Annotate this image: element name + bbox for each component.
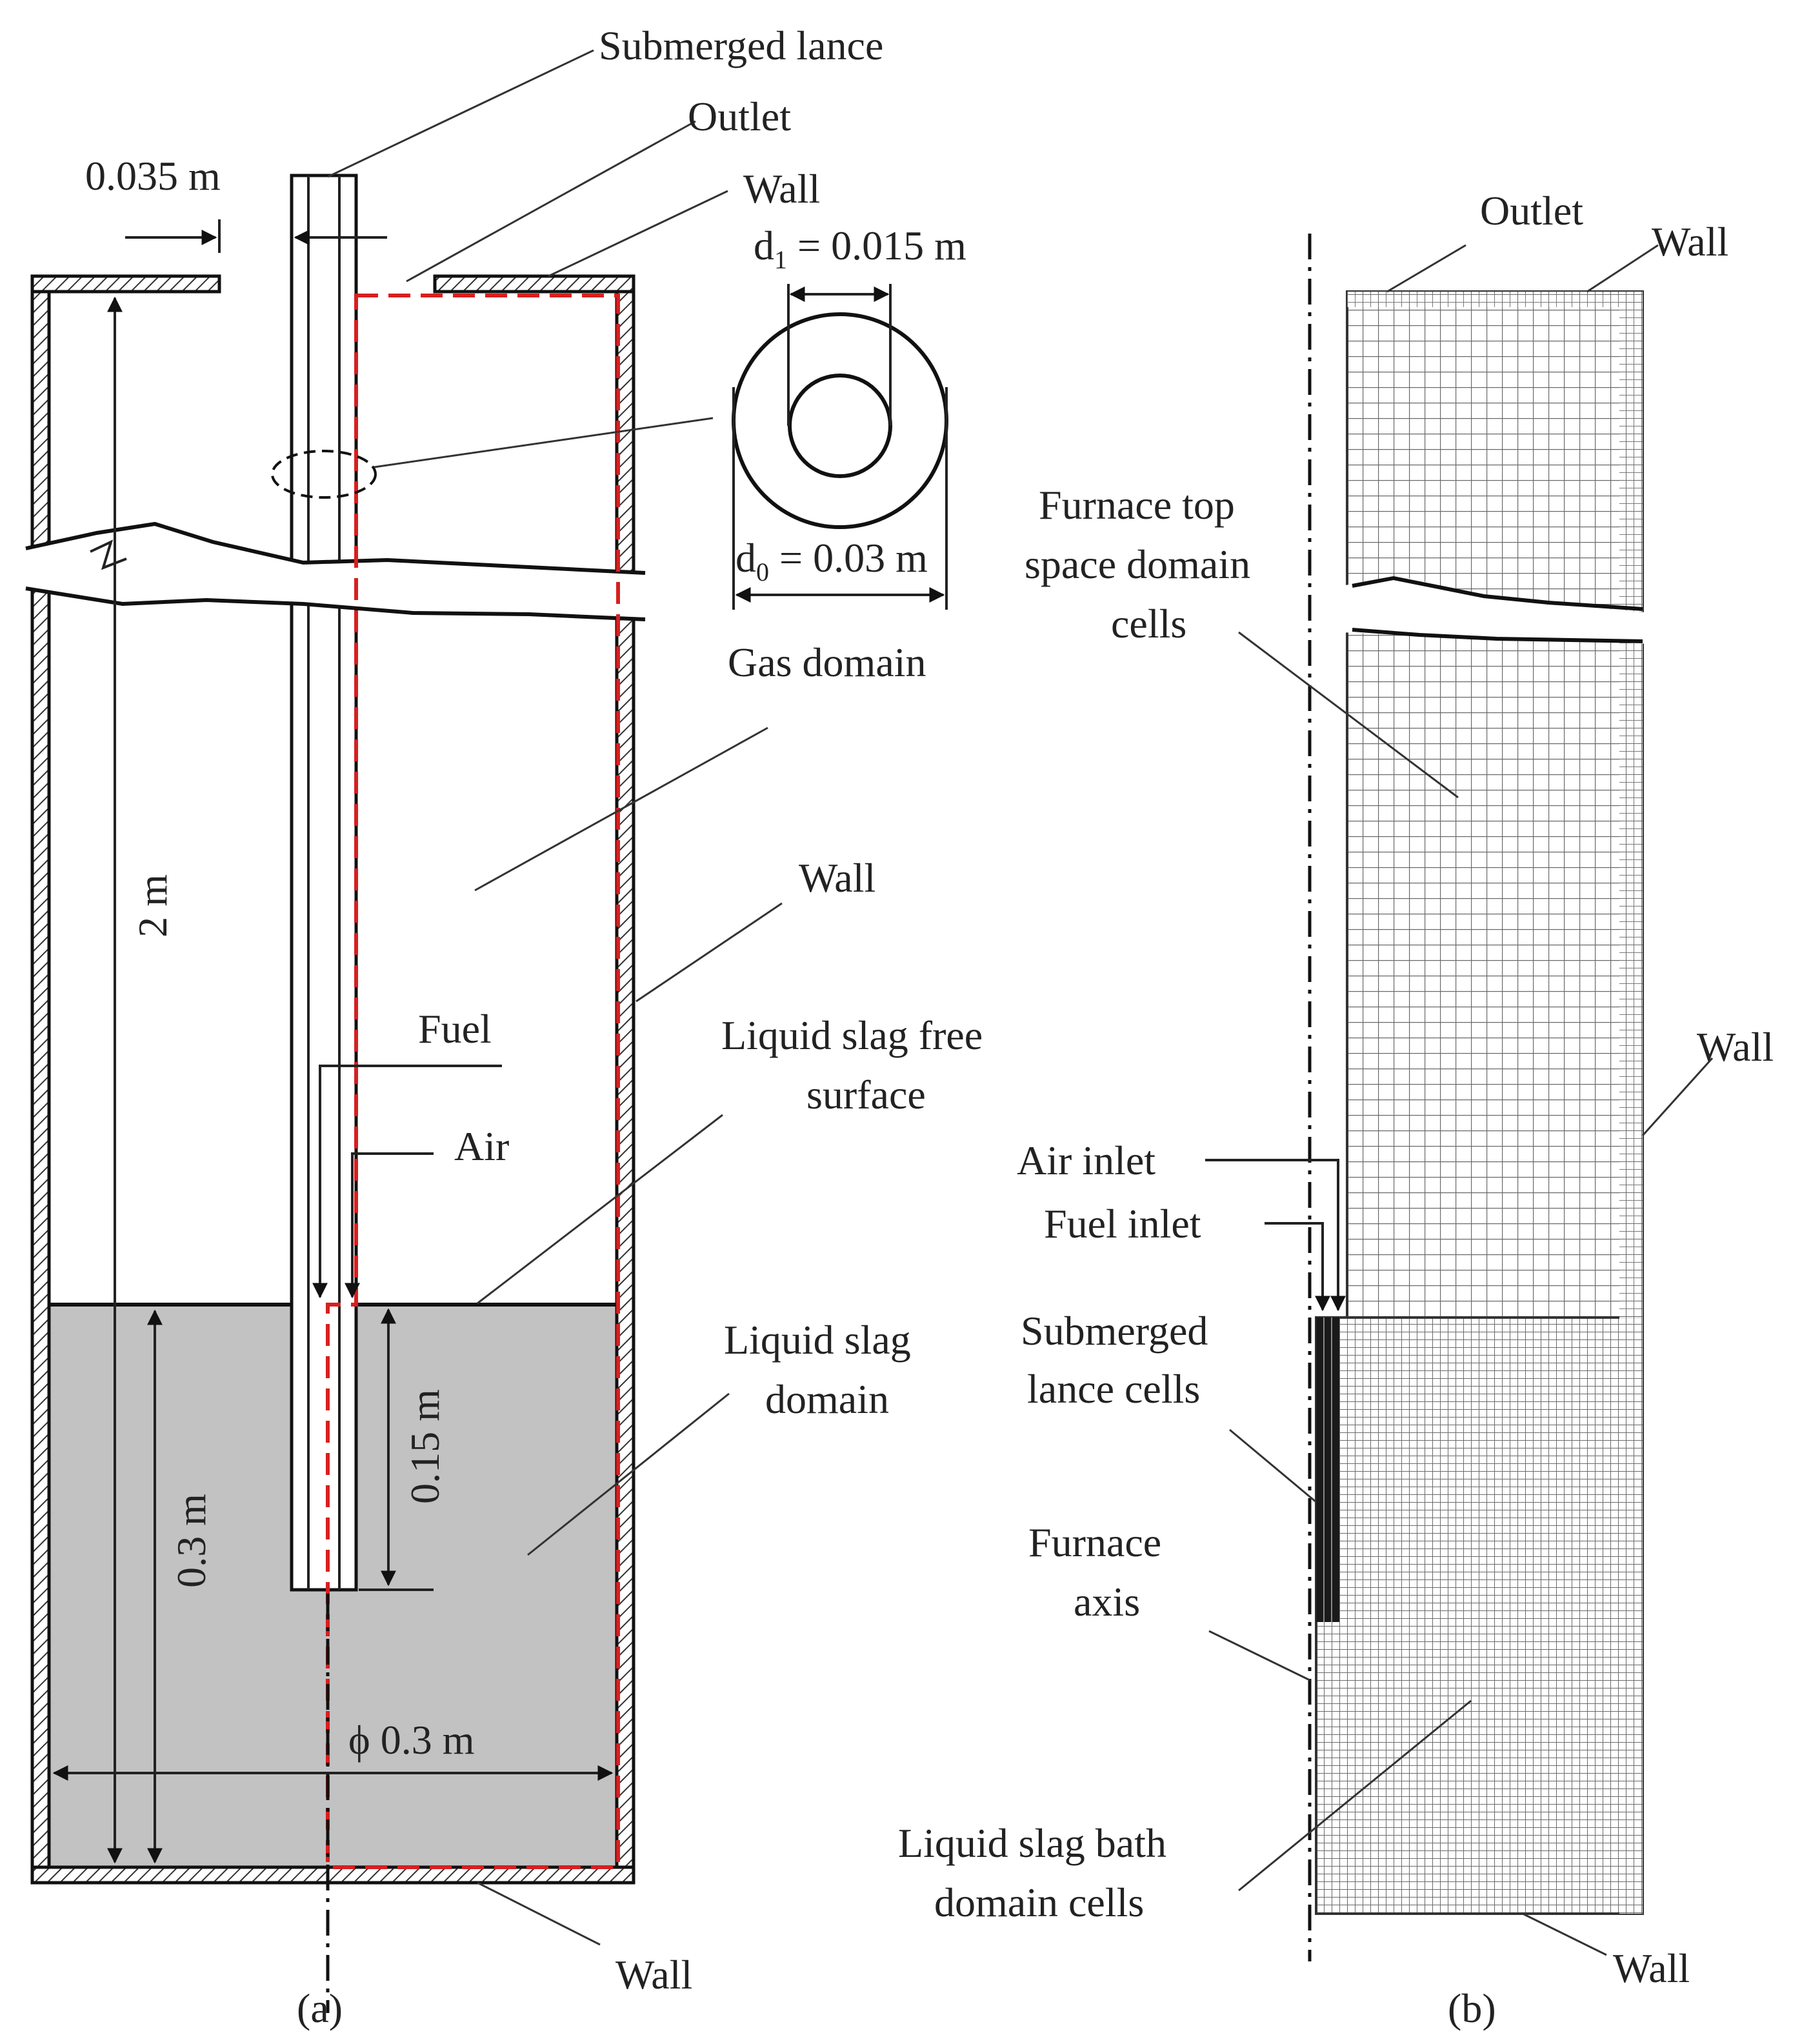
height-2m-label: 2 m (130, 874, 175, 937)
depth-015-label: 0.15 m (402, 1389, 448, 1504)
submerged-lance-label: Submerged lance (599, 23, 883, 68)
wall-top-label-b: Wall (1652, 219, 1728, 265)
top-space-label-3: cells (1111, 601, 1186, 646)
panel-b-caption: (b) (1448, 1985, 1496, 2031)
wall-right-label-b: Wall (1697, 1024, 1774, 1070)
panel-b: Outlet Wall Furnace top space domain cel… (898, 188, 1774, 2031)
wall-bottom-label-b: Wall (1613, 1945, 1690, 1991)
air-label: Air (454, 1123, 509, 1169)
d0-label: d0 = 0.03 m (735, 535, 928, 586)
break-band-b (1316, 578, 1652, 644)
slag-domain-label-1: Liquid slag (724, 1317, 911, 1363)
lance-cross-section (732, 284, 948, 610)
outlet-label-b: Outlet (1480, 188, 1583, 234)
lance-cells (1316, 1318, 1339, 1622)
top-space-label-1: Furnace top (1039, 482, 1235, 528)
dim-0035-label: 0.035 m (85, 153, 221, 199)
panel-a-caption: (a) (297, 1985, 343, 2031)
d1-label: d1 = 0.015 m (754, 223, 966, 274)
diameter-label: ϕ 0.3 m (348, 1717, 474, 1763)
bath-cells-label-2: domain cells (934, 1879, 1144, 1925)
air-inlet-label: Air inlet (1017, 1137, 1156, 1183)
lance-cells-label-2: lance cells (1027, 1366, 1200, 1412)
panel-a: Submerged lance Outlet Wall 0.035 m d1 =… (25, 23, 983, 2031)
slag-bath-mesh (1315, 1316, 1644, 1915)
furnace-axis-label-1: Furnace (1028, 1519, 1161, 1565)
fuel-label: Fuel (418, 1006, 492, 1052)
free-surface-label-1: Liquid slag free (721, 1012, 983, 1058)
wall-top-label-a: Wall (743, 166, 820, 212)
outlet-label-a: Outlet (688, 94, 791, 139)
top-space-mesh (1346, 290, 1644, 1319)
break-band (26, 524, 645, 619)
lance-cells-label-1: Submerged (1021, 1308, 1208, 1354)
gas-domain-label: Gas domain (728, 639, 926, 685)
lance-detail-marker (271, 450, 377, 499)
fuel-inlet-label: Fuel inlet (1044, 1201, 1201, 1247)
depth-03-label: 0.3 m (168, 1494, 214, 1588)
slag-domain-label-2: domain (765, 1376, 889, 1422)
top-space-label-2: space domain (1025, 541, 1250, 587)
submerged-lance (290, 174, 358, 1592)
furnace-axis-label-2: axis (1074, 1579, 1140, 1625)
wall-right-label-a: Wall (799, 855, 875, 901)
computational-domain-outline (326, 294, 620, 1869)
wall-bottom-label-a: Wall (615, 1952, 692, 1998)
free-surface-label-2: surface (806, 1072, 926, 1117)
bath-cells-label-1: Liquid slag bath (898, 1820, 1166, 1866)
